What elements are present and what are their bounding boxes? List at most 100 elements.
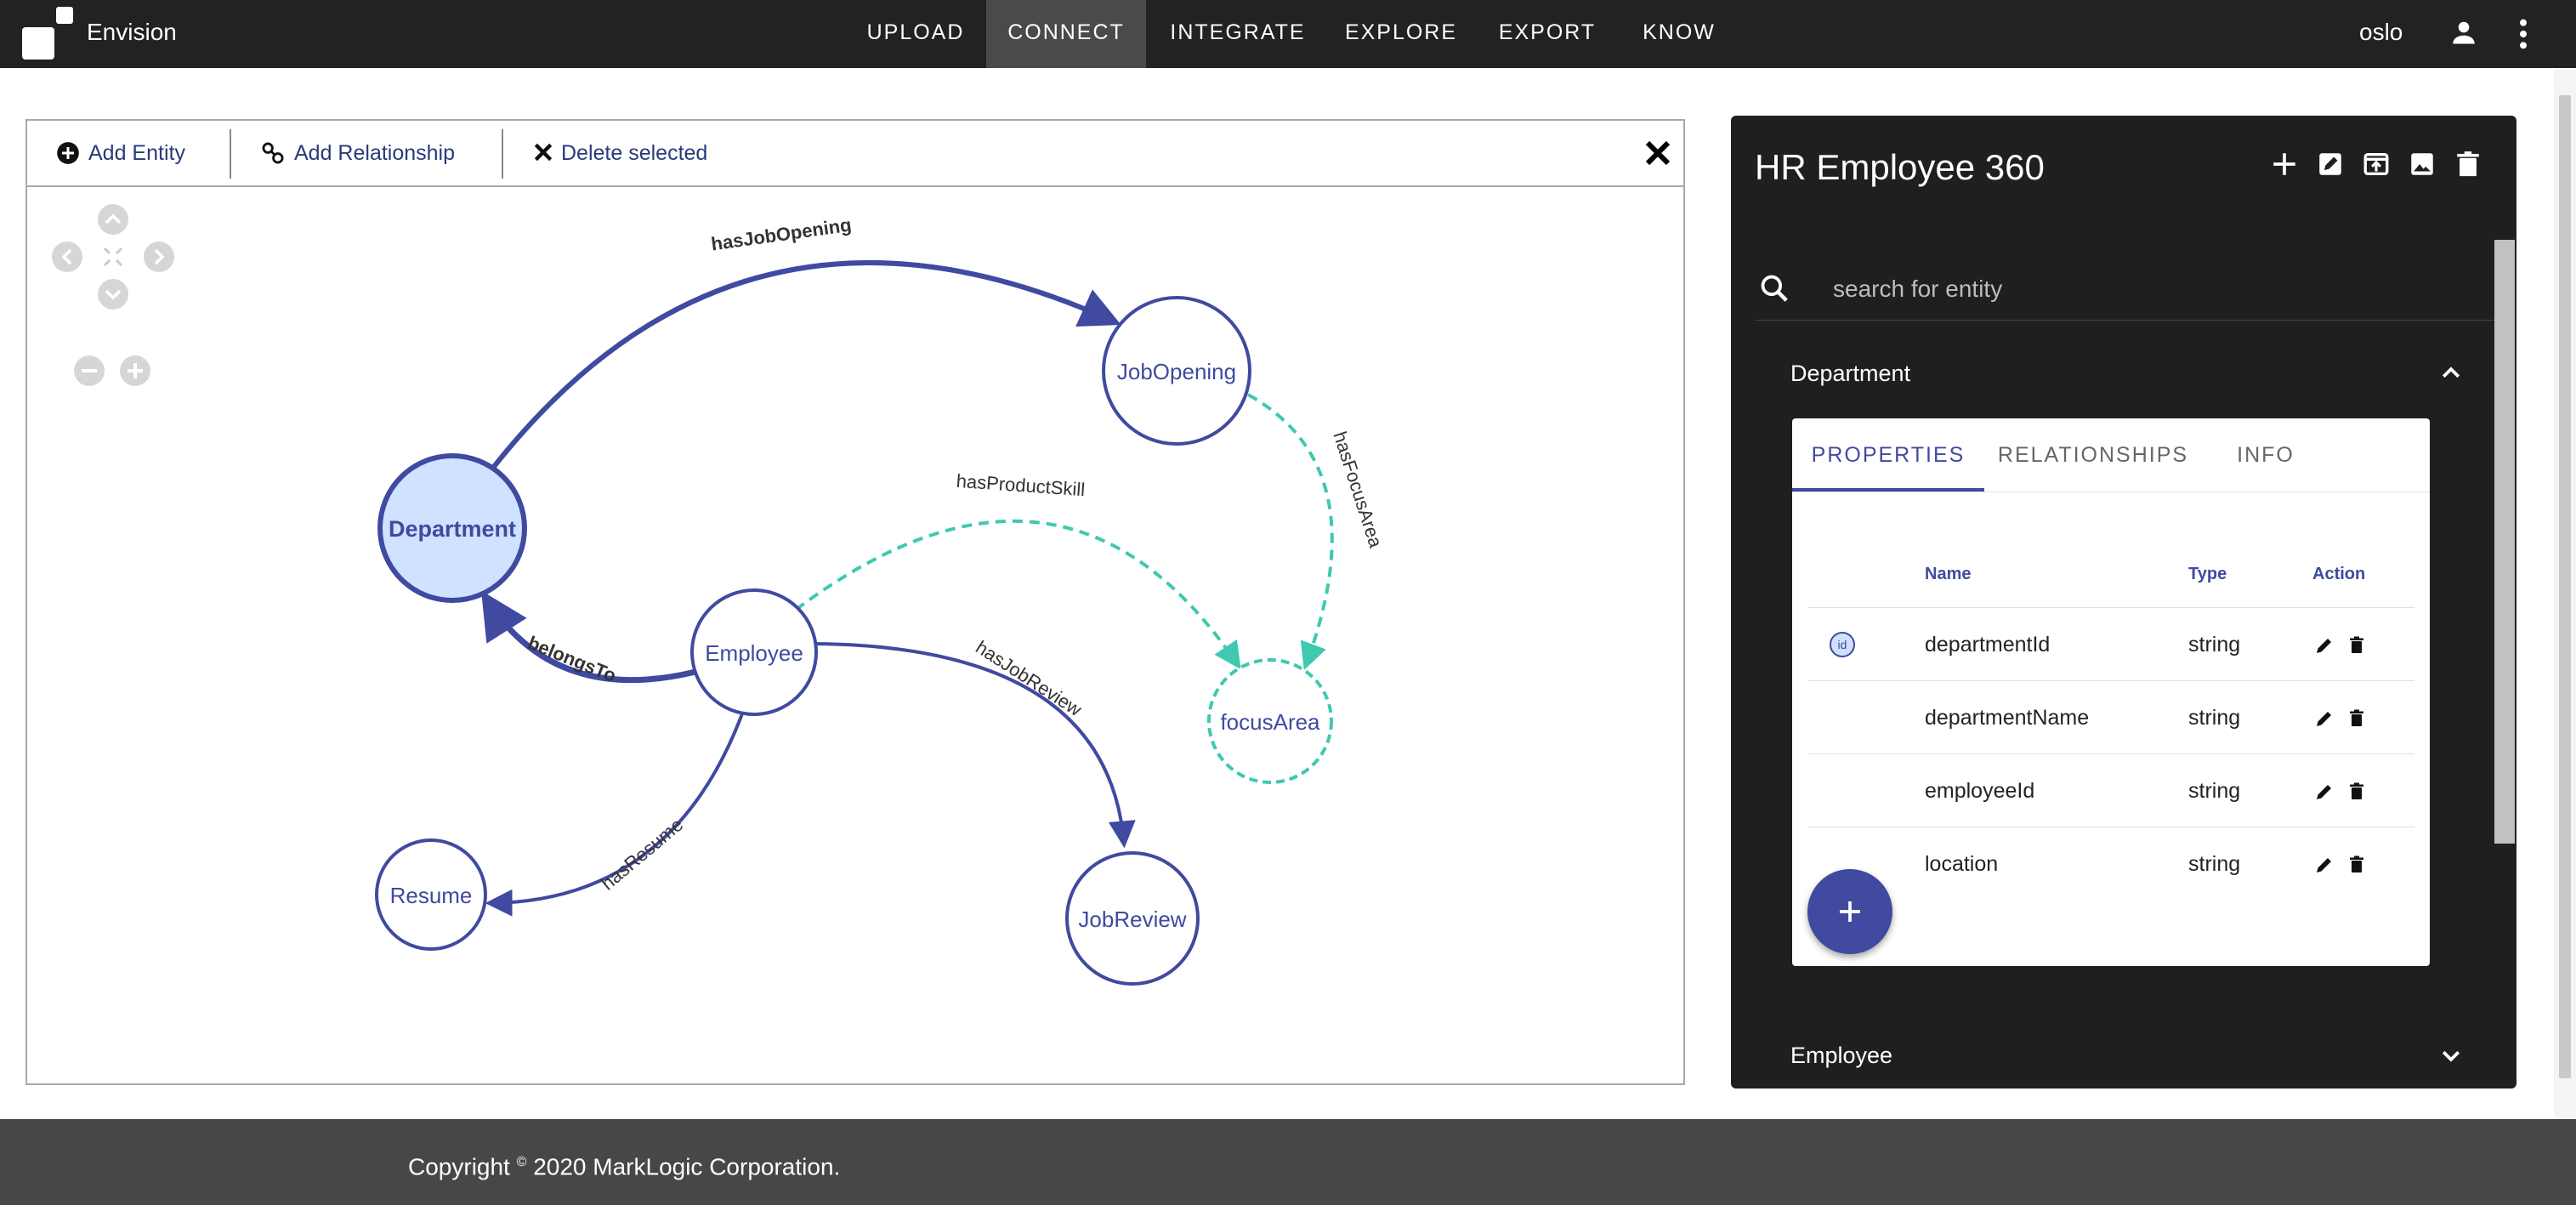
- property-name: departmentName: [1925, 706, 2090, 730]
- image-icon[interactable]: [2408, 150, 2437, 179]
- edit-pencil-icon[interactable]: [2314, 708, 2335, 729]
- user-name[interactable]: oslo: [2359, 19, 2403, 45]
- add-entity-button[interactable]: Add Entity: [56, 121, 214, 185]
- accordion-employee[interactable]: Employee: [1790, 1031, 2464, 1082]
- app-logo-icon[interactable]: [22, 7, 77, 61]
- nav-know[interactable]: KNOW: [1643, 20, 1716, 44]
- property-type: string: [2188, 633, 2241, 656]
- property-row[interactable]: location string: [1807, 827, 2414, 901]
- toolbar-divider: [230, 129, 231, 179]
- panel-scrollbar[interactable]: [2494, 240, 2515, 844]
- node-label: JobReview: [1078, 907, 1186, 932]
- property-row[interactable]: departmentName string: [1807, 680, 2414, 754]
- app-name: Envision: [87, 19, 177, 45]
- top-navigation-bar: Envision UPLOAD CONNECT INTEGRATE EXPLOR…: [0, 0, 2576, 68]
- delete-selected-label: Delete selected: [561, 141, 708, 165]
- add-entity-label: Add Entity: [88, 141, 185, 165]
- delete-icon[interactable]: [2454, 150, 2482, 179]
- node-label: JobOpening: [1117, 359, 1236, 384]
- property-type: string: [2188, 852, 2241, 876]
- x-icon: [534, 143, 553, 162]
- edge-label-hasjobopening: hasJobOpening: [710, 214, 853, 255]
- footer: Copyright © 2020 MarkLogic Corporation.: [0, 1119, 2576, 1205]
- nav-integrate[interactable]: INTEGRATE: [1170, 20, 1306, 44]
- edge-label-belongsto: belongsTo: [525, 632, 619, 686]
- delete-selected-button[interactable]: Delete selected: [532, 121, 745, 185]
- pan-left-icon[interactable]: [52, 242, 82, 272]
- graph-toolbar: Add Entity Add Relationship Delete selec…: [27, 121, 1683, 187]
- edge-hasjobopening[interactable]: [491, 260, 1121, 469]
- zoom-extends-icon[interactable]: [103, 247, 123, 267]
- node-label: focusArea: [1220, 709, 1320, 735]
- accordion-department[interactable]: Department: [1790, 349, 2464, 400]
- zoom-out-icon[interactable]: [74, 355, 105, 386]
- edge-label-hasproductskill: hasProductSkill: [956, 470, 1086, 501]
- pan-right-icon[interactable]: [144, 242, 174, 272]
- edge-belongsto[interactable]: [480, 590, 696, 684]
- node-jobopening[interactable]: JobOpening: [1102, 296, 1251, 446]
- pan-down-icon[interactable]: [98, 279, 128, 310]
- edit-pencil-icon[interactable]: [2314, 782, 2335, 802]
- chevron-up-icon[interactable]: [2438, 361, 2464, 386]
- trash-icon[interactable]: [2346, 782, 2367, 802]
- trash-icon[interactable]: [2346, 855, 2367, 875]
- node-focusarea[interactable]: focusArea: [1207, 658, 1333, 784]
- search-icon: [1761, 275, 1788, 302]
- entity-search-input[interactable]: [1831, 269, 2430, 310]
- edge-hasresume[interactable]: [485, 708, 746, 917]
- nav-upload[interactable]: UPLOAD: [866, 20, 965, 44]
- property-name: departmentId: [1925, 633, 2051, 656]
- more-vertical-icon[interactable]: [2513, 17, 2533, 51]
- nav-export[interactable]: EXPORT: [1498, 20, 1597, 44]
- add-icon[interactable]: [2270, 150, 2299, 179]
- node-jobreview[interactable]: JobReview: [1065, 851, 1200, 986]
- column-header-name: Name: [1925, 565, 1972, 583]
- plus-icon: [1840, 901, 1860, 922]
- property-row[interactable]: id departmentId string: [1807, 607, 2414, 681]
- id-key-icon: id: [1830, 632, 1855, 657]
- edge-hasproductskill[interactable]: [794, 519, 1241, 670]
- column-header-type: Type: [2188, 565, 2227, 583]
- node-label: Employee: [705, 640, 803, 666]
- nav-explore[interactable]: EXPLORE: [1344, 20, 1458, 44]
- model-panel: HR Employee 360 Departm: [1731, 116, 2516, 1088]
- tab-relationships[interactable]: RELATIONSHIPS: [1997, 443, 2189, 467]
- property-name: location: [1925, 852, 1999, 876]
- edit-pencil-icon[interactable]: [2314, 635, 2335, 656]
- pan-up-icon[interactable]: [98, 204, 128, 235]
- property-row[interactable]: employeeId string: [1807, 753, 2414, 827]
- add-relationship-button[interactable]: Add Relationship: [260, 121, 495, 185]
- graph-svg[interactable]: hasJobOpening hasFocusArea hasProductSki…: [27, 187, 1683, 1083]
- tab-info[interactable]: INFO: [2237, 443, 2295, 467]
- trash-icon[interactable]: [2346, 708, 2367, 729]
- add-property-button[interactable]: [1807, 869, 1892, 954]
- column-header-action: Action: [2312, 565, 2366, 583]
- trash-icon[interactable]: [2346, 635, 2367, 656]
- add-relationship-label: Add Relationship: [294, 141, 456, 165]
- tab-properties[interactable]: PROPERTIES: [1792, 418, 1984, 492]
- property-type: string: [2188, 706, 2241, 730]
- node-resume[interactable]: Resume: [375, 838, 487, 951]
- nav-connect[interactable]: CONNECT: [986, 0, 1146, 68]
- property-name: employeeId: [1925, 779, 2035, 803]
- close-icon[interactable]: [1643, 138, 1673, 168]
- edge-hasfocusarea[interactable]: [1247, 393, 1334, 671]
- chevron-down-icon[interactable]: [2438, 1043, 2464, 1068]
- page-scrollbar-thumb[interactable]: [2559, 95, 2571, 1078]
- edge-hasjobreview[interactable]: [814, 642, 1136, 849]
- page-scrollbar[interactable]: [2554, 70, 2576, 1117]
- edit-icon[interactable]: [2316, 150, 2345, 179]
- node-label: Resume: [390, 883, 473, 908]
- plus-circle-icon: [57, 142, 79, 164]
- copyright-text: Copyright © 2020 MarkLogic Corporation.: [408, 1148, 840, 1181]
- graph-canvas[interactable]: hasJobOpening hasFocusArea hasProductSki…: [27, 187, 1683, 1083]
- user-account-icon[interactable]: [2448, 17, 2479, 48]
- property-type: string: [2188, 779, 2241, 803]
- open-in-new-icon[interactable]: [2362, 150, 2391, 179]
- node-department[interactable]: Department: [377, 453, 527, 603]
- edge-label-hasresume: hasResume: [597, 814, 687, 895]
- node-employee[interactable]: Employee: [690, 588, 818, 716]
- edit-pencil-icon[interactable]: [2314, 855, 2335, 875]
- model-title: HR Employee 360: [1755, 147, 2045, 187]
- zoom-in-icon[interactable]: [120, 355, 150, 386]
